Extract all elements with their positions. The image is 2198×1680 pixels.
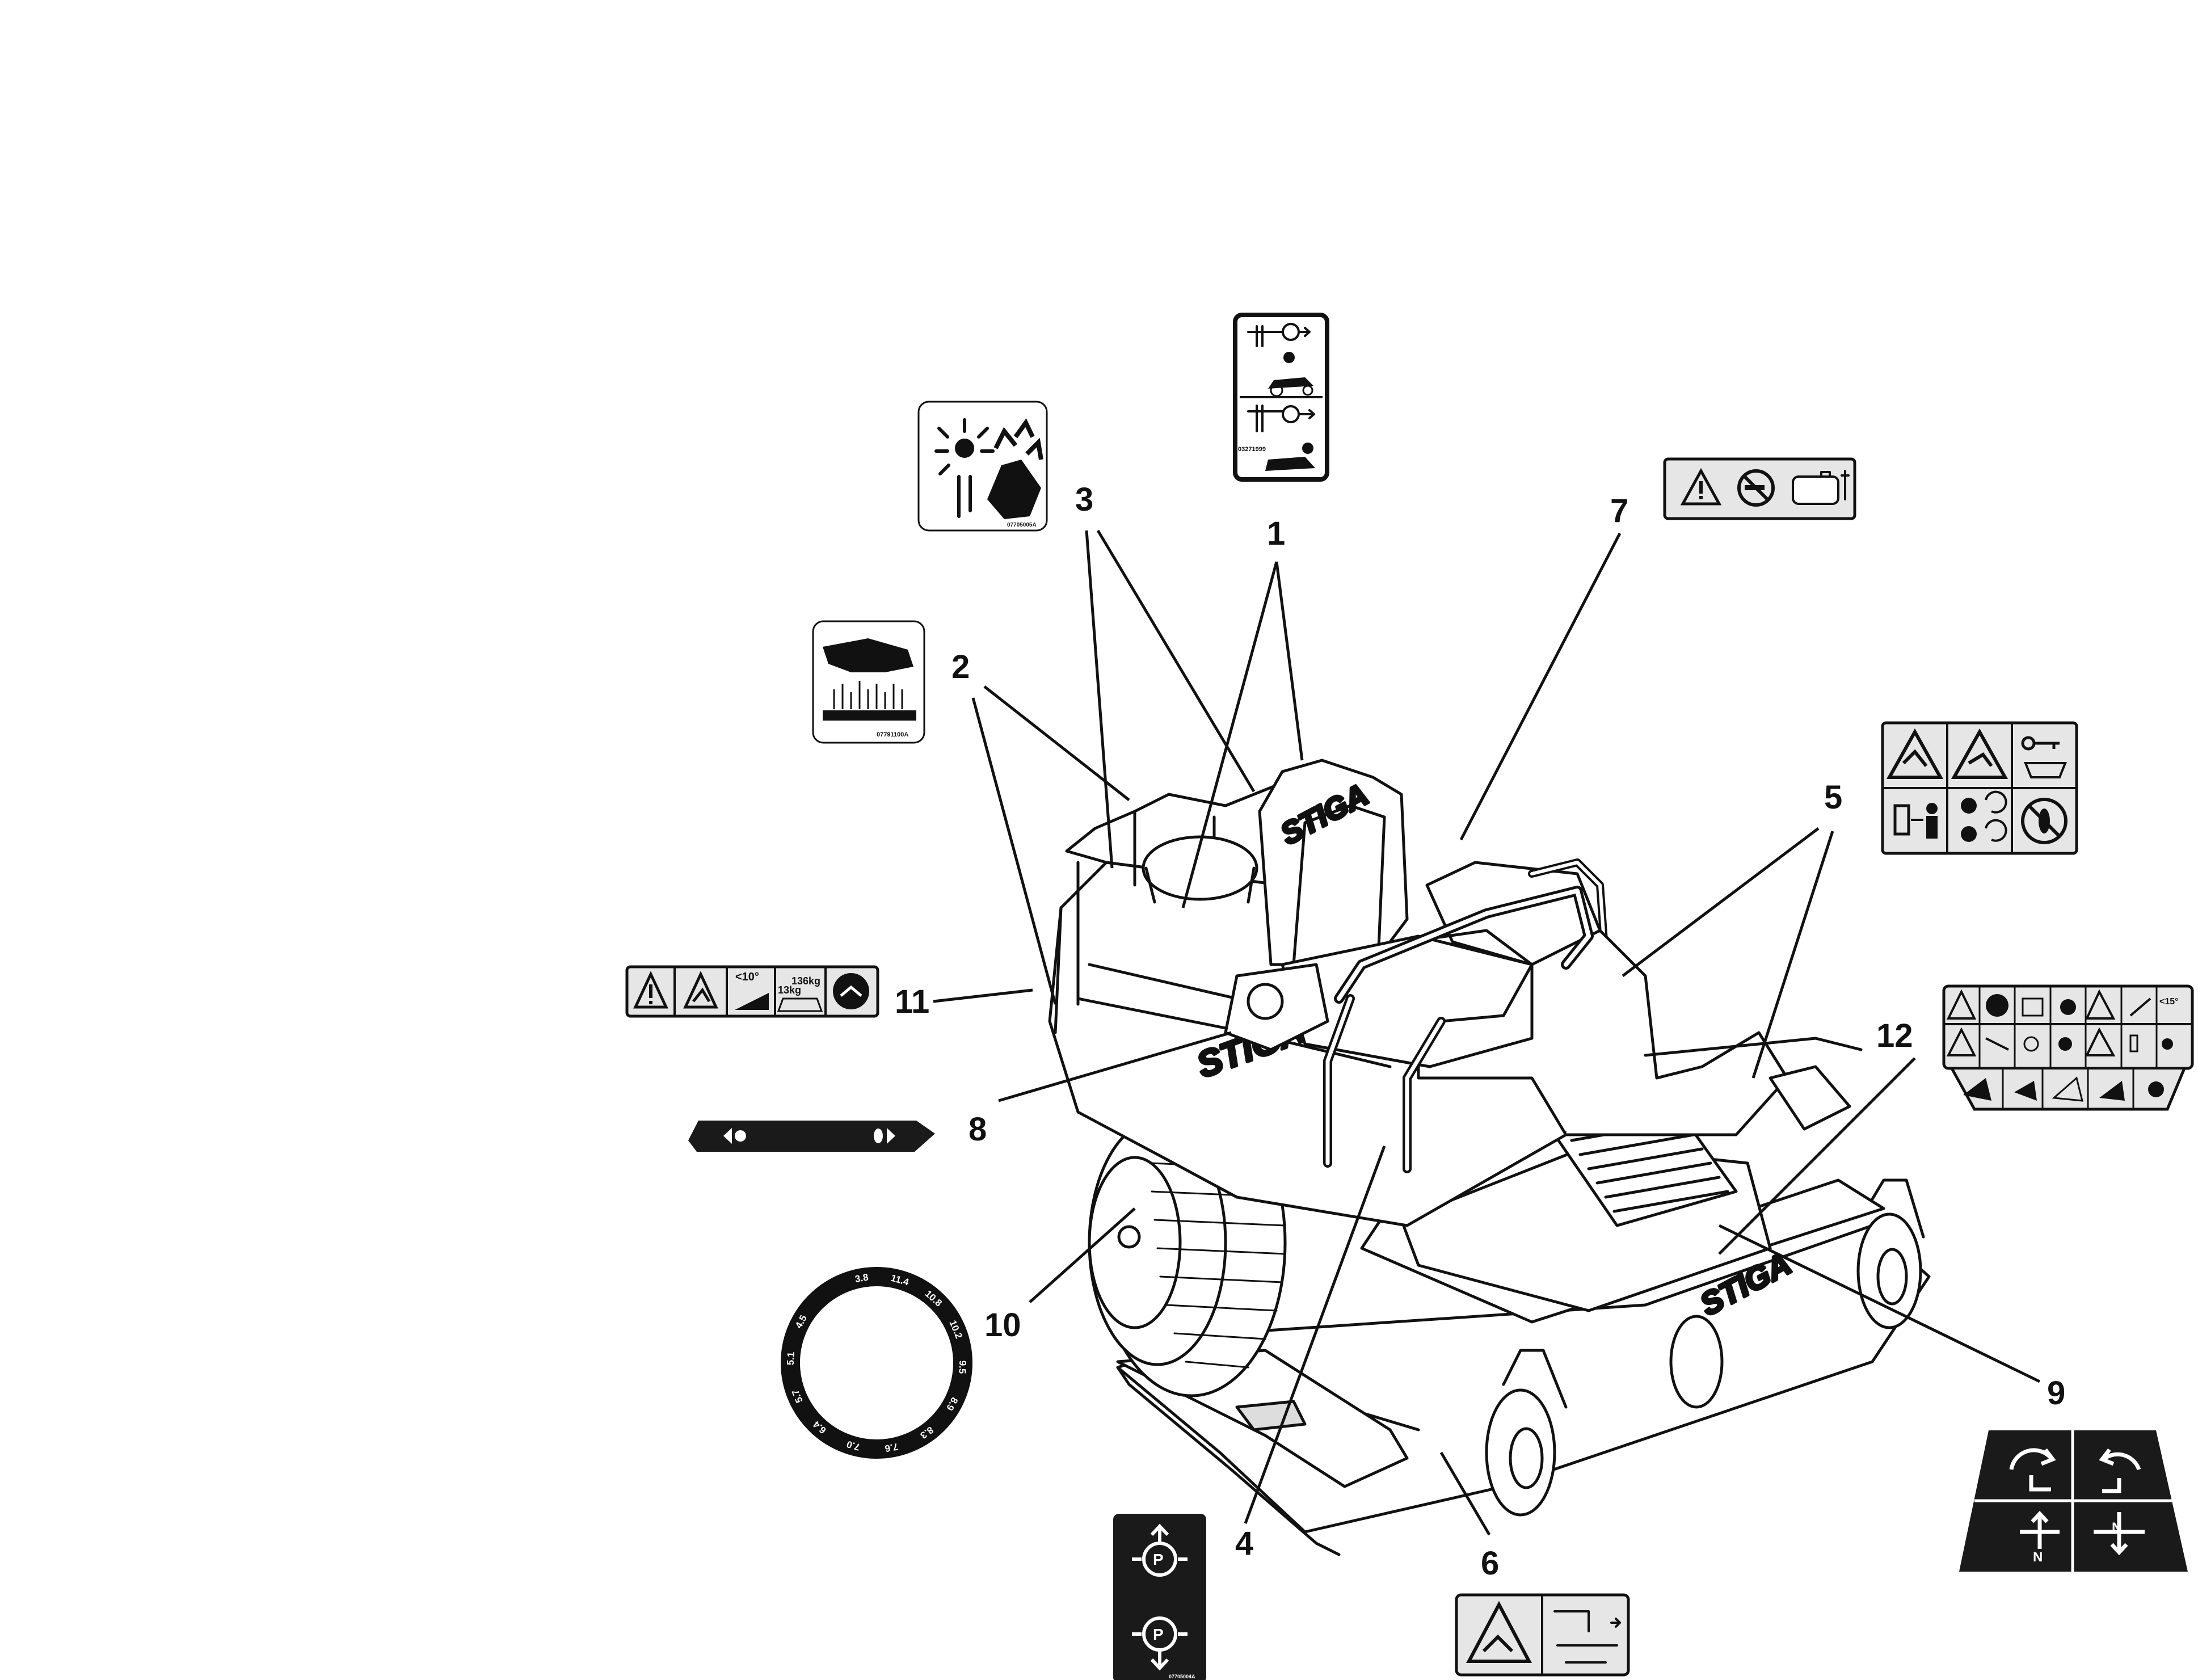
parking-p-2: P bbox=[1153, 1626, 1164, 1643]
decal-5 bbox=[1881, 721, 2078, 855]
decal-11: <10° 136kg 13kg bbox=[625, 965, 879, 1018]
callout-4: 4 bbox=[1235, 1525, 1253, 1562]
slow-turtle-icon bbox=[723, 1128, 732, 1144]
callout-1: 1 bbox=[1267, 515, 1285, 552]
speed-label: 5.1 bbox=[785, 1351, 797, 1366]
decal-1: 03271999 bbox=[1233, 313, 1329, 482]
decal-2: 07791100A bbox=[812, 620, 925, 744]
read-manual-icon bbox=[833, 973, 869, 1009]
parking-brake-icons bbox=[1132, 1523, 1188, 1671]
slope-warning-icon bbox=[2085, 989, 2116, 1020]
callout-11: 11 bbox=[895, 983, 929, 1020]
hand-icon bbox=[823, 638, 913, 672]
warning-triangle-icon bbox=[1946, 989, 1977, 1020]
warning-triangle-icon bbox=[633, 971, 668, 1009]
decal-11-load-small: 13kg bbox=[778, 984, 801, 996]
read-manual-icon bbox=[1986, 994, 2008, 1017]
decal-8 bbox=[688, 1121, 935, 1152]
callout-3: 3 bbox=[1075, 481, 1093, 518]
thrown-object-warning-icon bbox=[1886, 728, 1944, 779]
decal-4: P P 07705004A bbox=[1113, 1514, 1206, 1680]
heat-waves-icon bbox=[833, 681, 903, 709]
callout-5: 5 bbox=[1824, 779, 1842, 816]
decal-3: 07705005A bbox=[917, 401, 1048, 532]
decal-11-dividers bbox=[673, 967, 827, 1016]
no-smoking-icon bbox=[1737, 469, 1775, 507]
warning-triangle-icon-2 bbox=[1946, 1027, 1977, 1056]
callout-7: 7 bbox=[1610, 492, 1628, 529]
fast-rabbit-icon bbox=[887, 1128, 895, 1144]
mower-illustration: STIGA STIGA STI bbox=[1048, 759, 1931, 1556]
decal-1-code: 03271999 bbox=[1238, 446, 1266, 453]
no-feet-icon bbox=[2021, 798, 2068, 844]
decal-12: <15° bbox=[1942, 984, 2194, 1111]
steering-arrow-icons bbox=[2009, 1448, 2145, 1556]
parking-p-1: P bbox=[1153, 1551, 1164, 1568]
decal-7 bbox=[1663, 457, 1856, 520]
decal-6 bbox=[1455, 1593, 1630, 1677]
callout-8: 8 bbox=[969, 1111, 987, 1148]
fuel-tank-icon bbox=[1792, 470, 1850, 505]
blade-warning-triangle-icon bbox=[1466, 1601, 1532, 1663]
decal-11-angle: <10° bbox=[735, 971, 759, 983]
speed-label: 7.6 bbox=[884, 1441, 899, 1454]
rotating-parts-icon bbox=[1961, 790, 2007, 842]
callout-10: 10 bbox=[984, 1307, 1021, 1344]
callout-2: 2 bbox=[951, 649, 970, 685]
engagement-icon bbox=[1247, 323, 1315, 432]
callout-numbers: 1 2 3 4 5 6 7 8 9 10 11 12 bbox=[895, 481, 2065, 1582]
decal-9: N N bbox=[1959, 1430, 2188, 1572]
key-icon bbox=[2021, 736, 2067, 778]
speed-label: 9.5 bbox=[957, 1360, 968, 1374]
decal-9-neutral-left: N bbox=[2033, 1550, 2043, 1565]
decal-9-neutral-right: N bbox=[2112, 1520, 2121, 1535]
keep-distance-icon bbox=[1893, 803, 1938, 839]
decal-3-code: 07705005A bbox=[1007, 522, 1037, 528]
decal-12-angle: <15° bbox=[2159, 997, 2179, 1007]
decal-4-code: 07705004A bbox=[1169, 1674, 1195, 1679]
speed-label: 3.8 bbox=[854, 1271, 869, 1285]
deck-lift-icon bbox=[1553, 1610, 1621, 1664]
rotating-blade-icon bbox=[934, 418, 995, 518]
hand-warning-icon bbox=[987, 418, 1043, 519]
decal-11-load-large: 136kg bbox=[791, 975, 820, 987]
callout-12: 12 bbox=[1876, 1017, 1913, 1054]
decal-2-code: 07791100A bbox=[877, 731, 908, 738]
warning-triangle-icon bbox=[1680, 468, 1722, 506]
slope-rider-icon bbox=[735, 993, 769, 1010]
leader-lines bbox=[933, 529, 2041, 1536]
callout-9: 9 bbox=[2047, 1375, 2065, 1412]
decal-12-dividers bbox=[1978, 986, 2158, 1109]
rider-icon bbox=[1265, 352, 1315, 471]
tipover-warning-icon bbox=[683, 971, 718, 1009]
rollover-warning-icon bbox=[1951, 728, 2008, 779]
callout-6: 6 bbox=[1481, 1545, 1499, 1582]
